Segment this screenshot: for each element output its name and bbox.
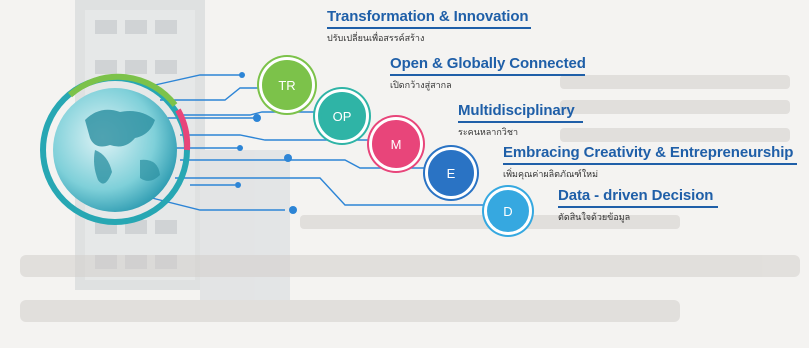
connector-line-extra-4: [139, 194, 285, 211]
value-subtitle: เพิ่มคุณค่าผลิตภัณฑ์ใหม่: [503, 169, 599, 179]
connector-line-e: [180, 159, 425, 169]
badge-letters: D: [503, 203, 513, 219]
connector-line-d: [175, 177, 487, 206]
value-title: Multidisciplinary: [458, 102, 575, 119]
faded-text-lines: [20, 75, 800, 322]
value-title: Data - driven Decision: [558, 187, 714, 204]
connector-dot: [289, 206, 297, 214]
title-underline: [458, 121, 583, 123]
badge-letters: OP: [332, 108, 352, 124]
badge-letters: E: [446, 165, 456, 181]
value-title: Open & Globally Connected: [390, 55, 586, 72]
badge-letters: M: [390, 136, 402, 152]
value-title: Embracing Creativity & Entrepreneurship: [503, 144, 794, 161]
connector-dot: [253, 114, 261, 122]
badge-e: E: [428, 150, 474, 196]
connector-dot: [237, 145, 243, 151]
title-underline: [503, 163, 797, 165]
badge-tr: TR: [262, 60, 312, 110]
badge-op: OP: [318, 92, 366, 140]
title-underline: [558, 206, 718, 208]
title-underline: [327, 27, 531, 29]
title-underline: [390, 74, 585, 76]
connector-line-extra-5: [154, 74, 240, 86]
connector-line-op: [175, 111, 320, 116]
connector-dot: [235, 182, 241, 188]
badge-d: D: [487, 190, 529, 232]
value-subtitle: ตัดสินใจด้วยข้อมูล: [558, 212, 631, 222]
value-subtitle: เปิดกว้างสู่สากล: [390, 80, 452, 90]
value-subtitle: ระคนหลากวิชา: [458, 127, 519, 137]
connector-line-tr: [160, 87, 270, 101]
badge-letters: TR: [278, 77, 296, 93]
value-subtitle: ปรับเปลี่ยนเพื่อสรรค์สร้าง: [327, 33, 425, 43]
connector-line-m: [180, 134, 372, 141]
connector-dot: [239, 72, 245, 78]
badge-m: M: [372, 120, 420, 168]
connector-dot: [284, 154, 292, 162]
value-title: Transformation & Innovation: [327, 8, 529, 25]
